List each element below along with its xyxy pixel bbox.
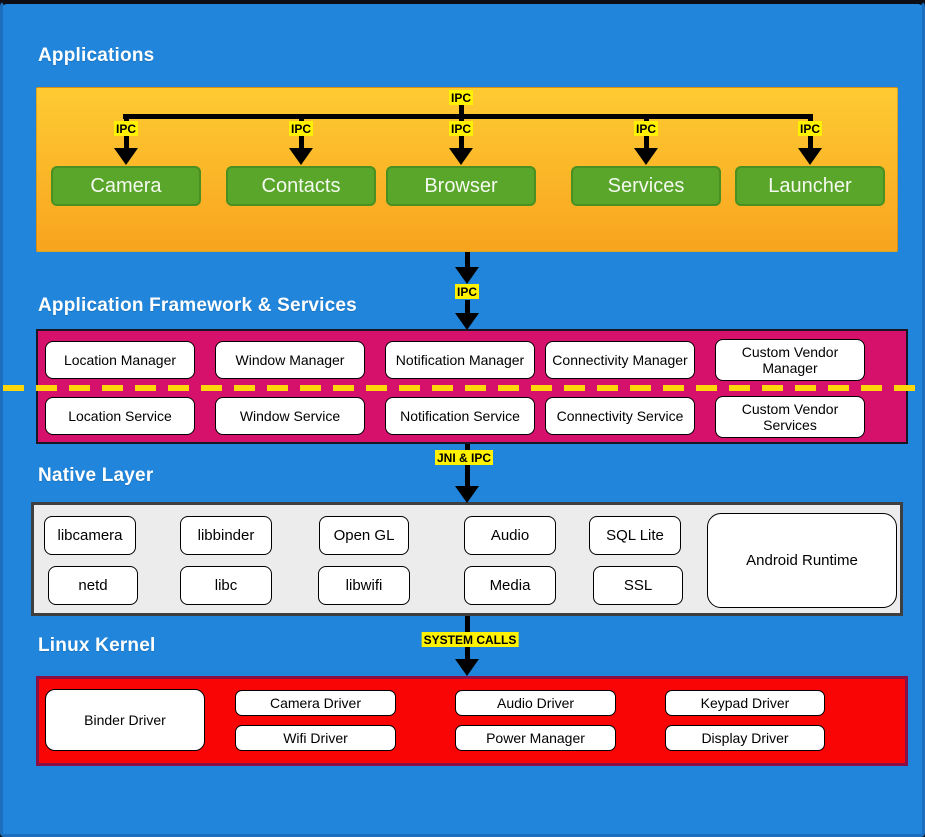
framework-node-location-service: Location Service xyxy=(45,397,195,435)
kernel-node-power-manager: Power Manager xyxy=(455,725,616,751)
kernel-node-audio-driver: Audio Driver xyxy=(455,690,616,716)
framework-node-connectivity-service: Connectivity Service xyxy=(545,397,695,435)
framework-node-window-manager: Window Manager xyxy=(215,341,365,379)
ipc-drop-arrowhead xyxy=(449,148,473,165)
apps-to-framework-line-lower xyxy=(464,300,470,313)
ipc-bus-label: IPC xyxy=(448,90,474,105)
native-node-libc: libc xyxy=(180,566,272,605)
ipc-drop-arrowhead xyxy=(634,148,658,165)
app-node-contacts: Contacts xyxy=(226,166,376,206)
native-node-sqllite: SQL Lite xyxy=(589,516,681,555)
ipc-drop-arrowhead xyxy=(114,148,138,165)
apps-to-framework-ipc-label: IPC xyxy=(454,284,480,299)
ipc-drop-label: IPC xyxy=(797,121,823,136)
app-node-launcher: Launcher xyxy=(735,166,885,206)
kernel-node-binder-driver: Binder Driver xyxy=(45,689,205,751)
kernel-node-keypad-driver: Keypad Driver xyxy=(665,690,825,716)
apps-to-framework-line-upper xyxy=(464,252,470,267)
framework-node-location-manager: Location Manager xyxy=(45,341,195,379)
system-calls-label: SYSTEM CALLS xyxy=(421,632,519,647)
framework-node-notification-service: Notification Service xyxy=(385,397,535,435)
native-node-netd: netd xyxy=(48,566,138,605)
native-node-audio: Audio xyxy=(464,516,556,555)
ipc-drop-label: IPC xyxy=(288,121,314,136)
native-section-title: Native Layer xyxy=(38,465,154,486)
applications-section-title: Applications xyxy=(38,45,155,66)
framework-node-custom-vendor-manager: Custom Vendor Manager xyxy=(715,339,865,381)
framework-node-notification-manager: Notification Manager xyxy=(385,341,535,379)
kernel-section-title: Linux Kernel xyxy=(38,635,156,656)
ipc-bus-stub-line xyxy=(458,104,464,114)
framework-node-custom-vendor-services: Custom Vendor Services xyxy=(715,396,865,438)
native-node-libwifi: libwifi xyxy=(318,566,410,605)
ipc-bus-line xyxy=(123,114,812,119)
ipc-drop-label: IPC xyxy=(113,121,139,136)
framework-node-connectivity-manager: Connectivity Manager xyxy=(545,341,695,379)
native-node-libbinder: libbinder xyxy=(180,516,272,555)
apps-to-framework-arrowhead-upper xyxy=(455,267,479,284)
native-node-opengl: Open GL xyxy=(319,516,409,555)
ipc-drop-arrowhead xyxy=(798,148,822,165)
native-node-android-runtime: Android Runtime xyxy=(707,513,897,608)
app-node-services: Services xyxy=(571,166,721,206)
ipc-drop-label: IPC xyxy=(633,121,659,136)
framework-section-title: Application Framework & Services xyxy=(38,295,357,316)
native-node-ssl: SSL xyxy=(593,566,683,605)
framework-node-window-service: Window Service xyxy=(215,397,365,435)
app-node-browser: Browser xyxy=(386,166,536,206)
ipc-drop-arrowhead xyxy=(289,148,313,165)
framework-to-native-arrowhead xyxy=(455,486,479,503)
ipc-drop-label: IPC xyxy=(448,121,474,136)
kernel-node-camera-driver: Camera Driver xyxy=(235,690,396,716)
kernel-node-display-driver: Display Driver xyxy=(665,725,825,751)
native-node-media: Media xyxy=(464,566,556,605)
jni-ipc-label: JNI & IPC xyxy=(434,450,494,465)
framework-to-native-line xyxy=(464,444,470,486)
kernel-node-wifi-driver: Wifi Driver xyxy=(235,725,396,751)
framework-dashed-divider-line xyxy=(3,385,922,391)
app-node-camera: Camera xyxy=(51,166,201,206)
apps-to-framework-arrowhead-lower xyxy=(455,313,479,330)
native-node-libcamera: libcamera xyxy=(44,516,136,555)
native-to-kernel-arrowhead xyxy=(455,659,479,676)
